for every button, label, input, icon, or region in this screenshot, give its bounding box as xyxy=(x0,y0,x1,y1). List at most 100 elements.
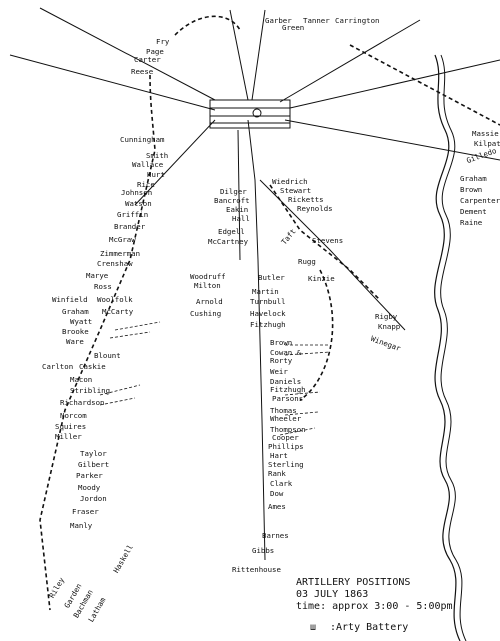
road-north-1 xyxy=(229,9,249,101)
battery-fry: Fry xyxy=(156,37,170,46)
town-block xyxy=(209,99,291,129)
legend-title: ARTILLERY POSITIONS xyxy=(296,577,411,588)
battery-weir: Weir xyxy=(270,367,288,376)
battery-marye: Marye xyxy=(86,271,109,280)
union-line-east xyxy=(269,184,381,301)
battery-jordon: Jordon xyxy=(80,494,107,503)
battery-reynolds: Reynolds xyxy=(297,204,333,213)
battery-brooke: Brooke xyxy=(62,327,89,336)
battery-macon: Macon xyxy=(70,375,93,384)
battery-squires: Squires xyxy=(55,422,87,431)
battery-dement: Dement xyxy=(460,207,487,216)
battery-rigby: Rigby xyxy=(375,312,398,321)
road-south xyxy=(247,119,266,561)
battery-fitzhugh-1: Fitzhugh xyxy=(250,320,286,329)
battery-caskie: Caskie xyxy=(79,362,106,371)
battery-parker: Parker xyxy=(76,471,103,480)
creek xyxy=(434,54,461,641)
battery-watson: Watson xyxy=(125,199,152,208)
road-northeast xyxy=(279,19,421,103)
battery-carrington: Carrington xyxy=(335,16,380,25)
battery-brander: Brander xyxy=(114,222,146,231)
battery-hart: Hart xyxy=(270,451,288,460)
battery-wheeler: Wheeler xyxy=(270,414,302,423)
road-south-2 xyxy=(237,129,241,261)
battery-kinzie: Kinzie xyxy=(308,274,335,283)
battery-ames: Ames xyxy=(268,502,286,511)
battery-gilbert: Gilbert xyxy=(78,460,110,469)
battery-havelock: Havelock xyxy=(250,309,286,318)
battery-tanner: Tanner xyxy=(303,16,330,25)
union-arc xyxy=(299,269,334,401)
battery-thompson: Thompson xyxy=(270,425,306,434)
road-north-2 xyxy=(251,9,266,101)
legend-time: time: approx 3:00 - 5:00pm xyxy=(296,601,453,612)
battery-carlton: Carlton xyxy=(42,362,74,371)
battery-sterling: Sterling xyxy=(268,460,304,469)
battery-brown-e: Brown xyxy=(460,185,483,194)
battery-hurt: Hurt xyxy=(147,170,165,179)
battery-mcgraw: McGraw xyxy=(109,235,136,244)
battery-reese: Reese xyxy=(131,67,154,76)
battery-carpenter: Carpenter xyxy=(460,196,500,205)
battery-richardson: Richardson xyxy=(60,398,105,407)
confederate-line-west xyxy=(39,74,156,611)
battery-stribling: Stribling xyxy=(70,386,111,395)
legend-date: 03 JULY 1863 xyxy=(296,589,369,600)
battery-rorty: Rorty xyxy=(270,356,293,365)
battery-martin: Martin xyxy=(252,287,279,296)
battery-winfield: Winfield xyxy=(52,295,88,304)
battery-brown-c: Brown xyxy=(270,338,293,347)
road-southwest xyxy=(134,119,216,206)
battery-graham-e: Graham xyxy=(460,174,487,183)
legend-symbol-text: :Arty Battery xyxy=(330,622,409,633)
battery-arnold: Arnold xyxy=(196,297,223,306)
battery-manly: Manly xyxy=(70,521,93,530)
battery-cowan: Cowan & xyxy=(270,348,302,357)
battery-wallace: Wallace xyxy=(132,160,164,169)
battery-massie: Massie xyxy=(472,129,499,138)
battery-rice: Rice xyxy=(137,180,155,189)
battery-woolfolk: Woolfolk xyxy=(97,295,133,304)
battery-miller: Miller xyxy=(55,432,82,441)
battery-daniels: Daniels xyxy=(270,377,302,386)
battery-wyatt: Wyatt xyxy=(70,317,93,326)
battery-dilger: Dilger xyxy=(220,187,247,196)
battery-rugg: Rugg xyxy=(298,257,316,266)
battery-norcom: Norcom xyxy=(60,411,87,420)
battery-rank: Rank xyxy=(268,469,286,478)
battery-ricketts: Ricketts xyxy=(288,195,324,204)
road-east-2 xyxy=(284,119,500,161)
battery-bancroft: Bancroft xyxy=(214,196,250,205)
battery-cunningham: Cunningham xyxy=(120,135,165,144)
battery-knapp: Knapp xyxy=(378,322,401,331)
battery-butler: Butler xyxy=(258,273,285,282)
battery-woodruff: Woodruff xyxy=(190,272,226,281)
battery-kilpatrick: Kilpat xyxy=(474,139,500,148)
battery-phillips: Phillips xyxy=(268,442,304,451)
road-southeast xyxy=(259,179,406,331)
battery-graham-w: Graham xyxy=(62,307,89,316)
battery-mccartney: McCartney xyxy=(208,237,249,246)
battery-hall: Hall xyxy=(232,214,250,223)
battery-stewart: Stewart xyxy=(280,186,312,195)
battery-crenshaw: Crenshaw xyxy=(97,259,133,268)
battery-carter: Carter xyxy=(134,55,161,64)
battery-mccarty: McCarty xyxy=(102,307,134,316)
battery-ross: Ross xyxy=(94,282,112,291)
battery-fitzhugh-2: Fitzhugh xyxy=(270,385,306,394)
battery-fraser: Fraser xyxy=(72,507,99,516)
union-line-north xyxy=(349,44,500,126)
battery-parsons: Parsons xyxy=(272,394,304,403)
battery-cushing: Cushing xyxy=(190,309,222,318)
battery-garber: Garber xyxy=(265,16,292,25)
battery-taylor: Taylor xyxy=(80,449,107,458)
battery-ware: Ware xyxy=(66,337,84,346)
battery-gibbs: Gibbs xyxy=(252,546,275,555)
battery-stevens: Stevens xyxy=(312,236,344,245)
confederate-line-north xyxy=(174,15,241,36)
battery-eakin: Eakin xyxy=(226,205,249,214)
battery-johnson: Johnson xyxy=(121,188,153,197)
battery-smith: Smith xyxy=(146,151,169,160)
battery-cooper: Cooper xyxy=(272,433,299,442)
